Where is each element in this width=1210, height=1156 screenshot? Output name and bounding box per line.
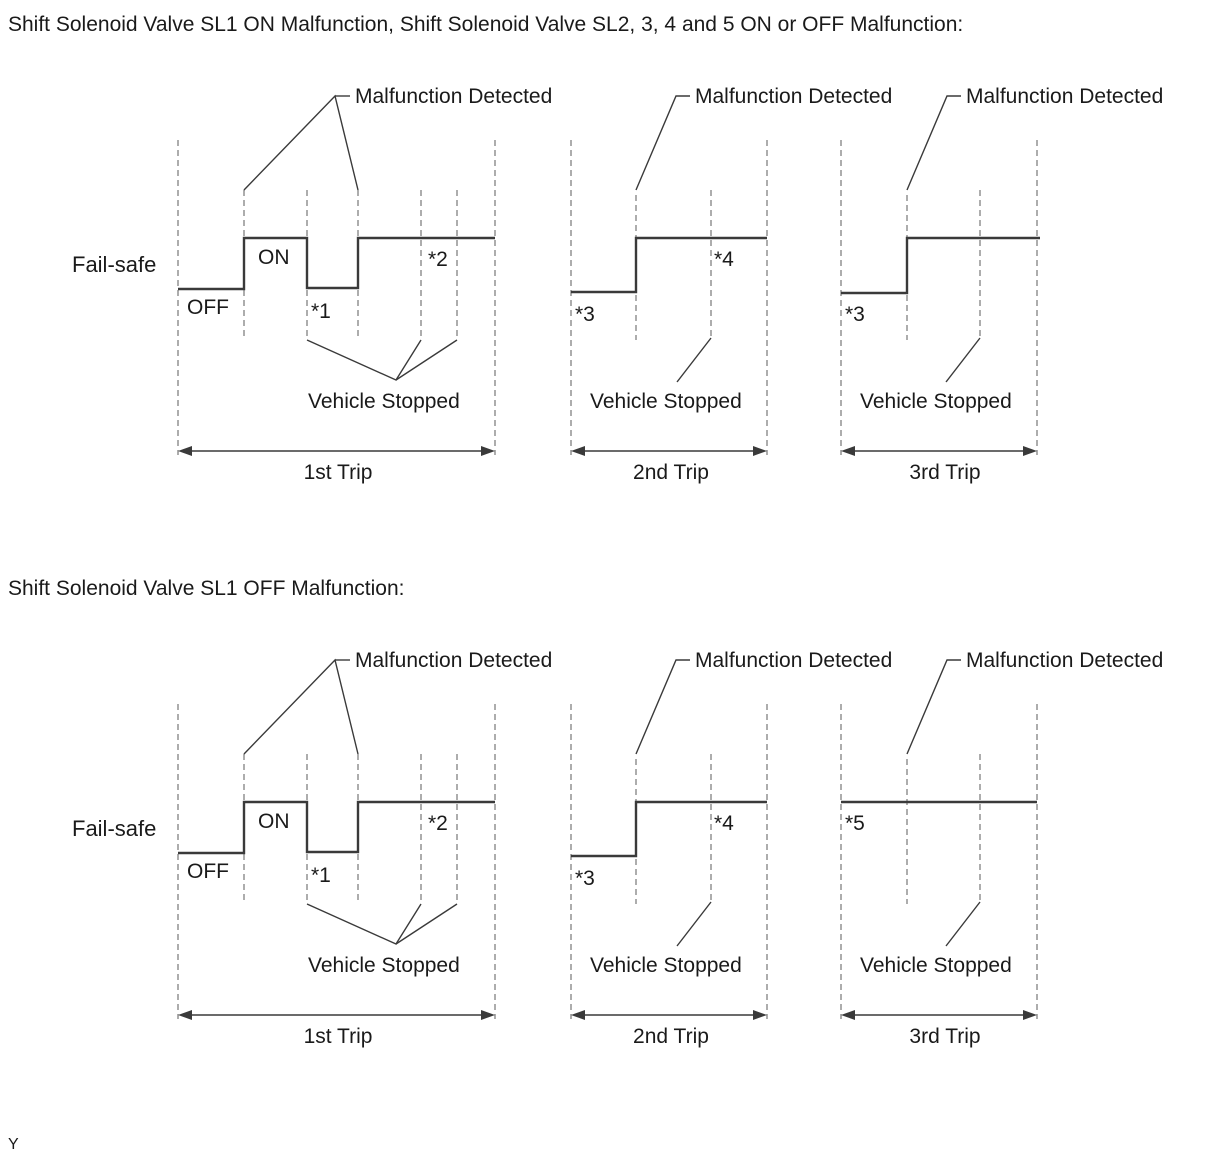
marker-3: *3 [575, 867, 595, 890]
trip2-label: 2nd Trip [633, 1025, 709, 1048]
state-on-label: ON [258, 810, 290, 833]
failsafe-label: Fail-safe [72, 252, 156, 277]
failsafe-signal-trip1 [178, 800, 495, 855]
trip3-label: 3rd Trip [909, 1025, 980, 1048]
malfunction-leader-trip3 [906, 95, 961, 191]
failsafe-signal-trip3 [841, 236, 1040, 295]
trip2-arrow-left [571, 1010, 585, 1020]
marker-1: *1 [311, 864, 331, 887]
trip3-arrow-right [1023, 446, 1037, 456]
failsafe-signal-trip2 [571, 800, 767, 858]
section-2: Shift Solenoid Valve SL1 OFF Malfunction… [8, 577, 1163, 1048]
malfunction-detected-label-trip1: Malfunction Detected [355, 85, 552, 108]
trip2-label: 2nd Trip [633, 461, 709, 484]
vehicle-stopped-leader-trip2 [676, 337, 712, 383]
vehicle-stopped-leader-trip1-b [395, 339, 458, 381]
trip3-arrow-right [1023, 1010, 1037, 1020]
figure-code: Y [8, 1136, 19, 1153]
section-title: Shift Solenoid Valve SL1 OFF Malfunction… [8, 577, 404, 600]
malfunction-leader-trip1 [243, 94, 359, 191]
vehicle-stopped-leader-trip3 [945, 337, 981, 383]
trip3-label: 3rd Trip [909, 461, 980, 484]
marker-trip3: *5 [845, 812, 865, 835]
malfunction-leader-trip2 [635, 95, 690, 191]
trip1-arrow-left [178, 446, 192, 456]
trip3-arrow-left [841, 446, 855, 456]
section-title: Shift Solenoid Valve SL1 ON Malfunction,… [8, 13, 963, 36]
trip2-arrow-left [571, 446, 585, 456]
malfunction-leader-trip2 [635, 659, 690, 755]
failsafe-signal-trip1 [178, 236, 495, 291]
failsafe-signal-trip2 [571, 236, 767, 294]
marker-trip3: *3 [845, 303, 865, 326]
trip1-label: 1st Trip [304, 1025, 373, 1048]
vehicle-stopped-label-trip2: Vehicle Stopped [590, 390, 742, 413]
marker-4: *4 [714, 812, 734, 835]
marker-4: *4 [714, 248, 734, 271]
state-off-label: OFF [187, 860, 229, 883]
marker-2: *2 [428, 812, 448, 835]
vehicle-stopped-leader-trip3 [945, 901, 981, 947]
vehicle-stopped-label-trip1: Vehicle Stopped [308, 390, 460, 413]
trip2-arrow-right [753, 446, 767, 456]
malfunction-detected-label-trip2: Malfunction Detected [695, 85, 892, 108]
malfunction-detected-label-trip2: Malfunction Detected [695, 649, 892, 672]
vehicle-stopped-label-trip1: Vehicle Stopped [308, 954, 460, 977]
marker-3: *3 [575, 303, 595, 326]
section-1: Shift Solenoid Valve SL1 ON Malfunction,… [8, 13, 1163, 484]
failsafe-label: Fail-safe [72, 816, 156, 841]
trip1-arrow-right [481, 1010, 495, 1020]
trip2-arrow-right [753, 1010, 767, 1020]
marker-1: *1 [311, 300, 331, 323]
vehicle-stopped-leader-trip1-b [395, 903, 458, 945]
state-off-label: OFF [187, 296, 229, 319]
trip1-arrow-right [481, 446, 495, 456]
vehicle-stopped-label-trip3: Vehicle Stopped [860, 390, 1012, 413]
state-on-label: ON [258, 246, 290, 269]
malfunction-detected-label-trip3: Malfunction Detected [966, 85, 1163, 108]
malfunction-leader-trip1 [243, 658, 359, 755]
malfunction-detected-label-trip3: Malfunction Detected [966, 649, 1163, 672]
vehicle-stopped-label-trip3: Vehicle Stopped [860, 954, 1012, 977]
malfunction-detected-label-trip1: Malfunction Detected [355, 649, 552, 672]
vehicle-stopped-label-trip2: Vehicle Stopped [590, 954, 742, 977]
malfunction-leader-trip3 [906, 659, 961, 755]
trip1-label: 1st Trip [304, 461, 373, 484]
trip3-arrow-left [841, 1010, 855, 1020]
trip1-arrow-left [178, 1010, 192, 1020]
vehicle-stopped-leader-trip2 [676, 901, 712, 947]
marker-2: *2 [428, 248, 448, 271]
